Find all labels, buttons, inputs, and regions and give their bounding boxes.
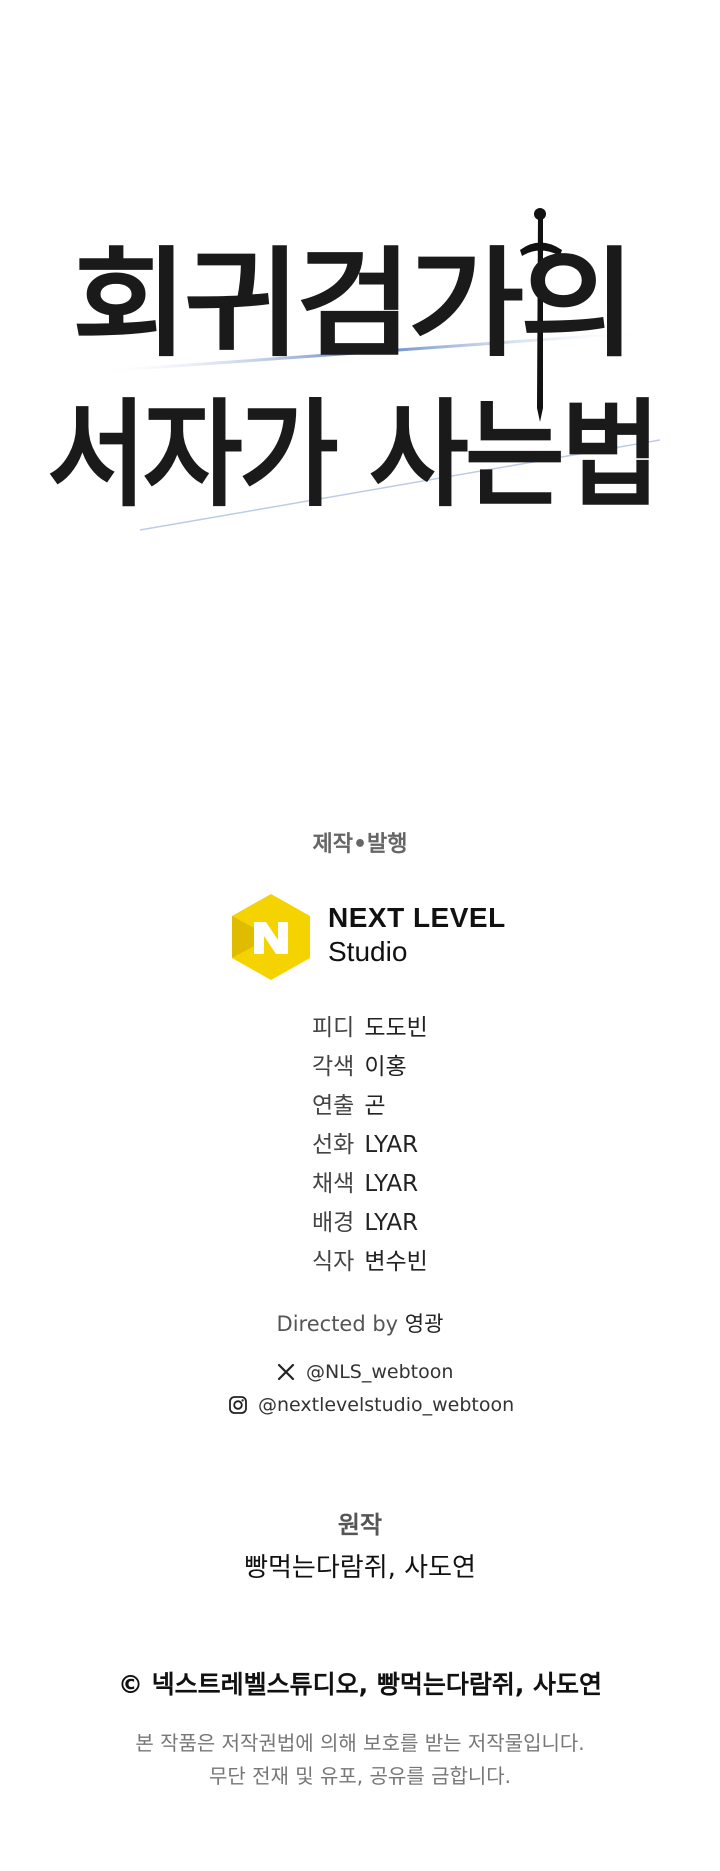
credit-role: 채색 [312, 1171, 355, 1197]
instagram-handle[interactable]: @nextlevelstudio_webtoon [258, 1394, 515, 1416]
credit-name: 도도빈 [364, 1015, 428, 1041]
credit-name: 이홍 [364, 1054, 407, 1080]
instagram-icon [227, 1394, 249, 1416]
x-handle-row[interactable]: @NLS_webtoon [275, 1361, 453, 1383]
sword-icon [520, 208, 562, 422]
title-line1: 회귀검가의 [72, 234, 632, 373]
credit-name: LYAR [364, 1171, 419, 1197]
credit-name: LYAR [364, 1210, 419, 1236]
studio-name-line1: NEXT LEVEL [328, 902, 506, 933]
credit-name: 변수빈 [364, 1249, 428, 1275]
directed-by-prefix: Directed by [276, 1312, 399, 1336]
credit-name: LYAR [364, 1132, 419, 1158]
credit-row: 배경 LYAR [312, 1203, 428, 1242]
credit-row: 연출 곤 [312, 1086, 428, 1125]
credit-role: 식자 [312, 1249, 355, 1275]
title-logo: 회귀검가의 서자가 사는법 [47, 208, 661, 531]
title-line2: 서자가 사는법 [47, 387, 657, 523]
instagram-handle-row[interactable]: @nextlevelstudio_webtoon [227, 1394, 514, 1416]
credit-role: 선화 [312, 1132, 355, 1158]
copyright-text: © 넥스트레벨스튜디오, 빵먹는다람쥐, 사도연 [117, 1670, 603, 1699]
credit-role: 배경 [312, 1210, 355, 1236]
credit-row: 각색 이홍 [312, 1047, 428, 1086]
original-authors: 빵먹는다람쥐, 사도연 [244, 1553, 476, 1583]
studio-name-line2: Studio [328, 936, 408, 967]
credit-role: 각색 [312, 1054, 355, 1080]
credit-row: 선화 LYAR [312, 1125, 428, 1164]
sword-streak-bottom [139, 439, 661, 531]
credit-role: 연출 [312, 1093, 355, 1119]
x-handle[interactable]: @NLS_webtoon [306, 1361, 454, 1383]
original-work-label: 원작 [337, 1511, 383, 1539]
copyright-notice-line2: 무단 전재 및 유포, 공유를 금합니다. [208, 1764, 512, 1788]
sword-streak-top [89, 330, 651, 374]
credit-row: 식자 변수빈 [312, 1242, 428, 1281]
credit-row: 채색 LYAR [312, 1164, 428, 1203]
credit-name: 곤 [364, 1093, 386, 1119]
studio-logo: NEXT LEVEL Studio [226, 892, 556, 982]
x-logo-icon [275, 1361, 297, 1383]
studio-logo-icon [232, 894, 310, 980]
copyright-notice-line1: 본 작품은 저작권법에 의해 보호를 받는 저작물입니다. [135, 1731, 585, 1755]
directed-by: Directed by 영광 [0, 1308, 720, 1338]
credits-list: 피디 도도빈 각색 이홍 연출 곤 선화 LYAR 채색 LYAR 배경 LYAR 식자 변수… [312, 1008, 428, 1281]
production-label: 제작•발행 [312, 832, 408, 857]
director-name: 영광 [404, 1312, 444, 1336]
studio-name: NEXT LEVEL Studio [328, 902, 506, 968]
credit-row: 피디 도도빈 [312, 1008, 428, 1047]
credit-role: 피디 [312, 1015, 355, 1041]
